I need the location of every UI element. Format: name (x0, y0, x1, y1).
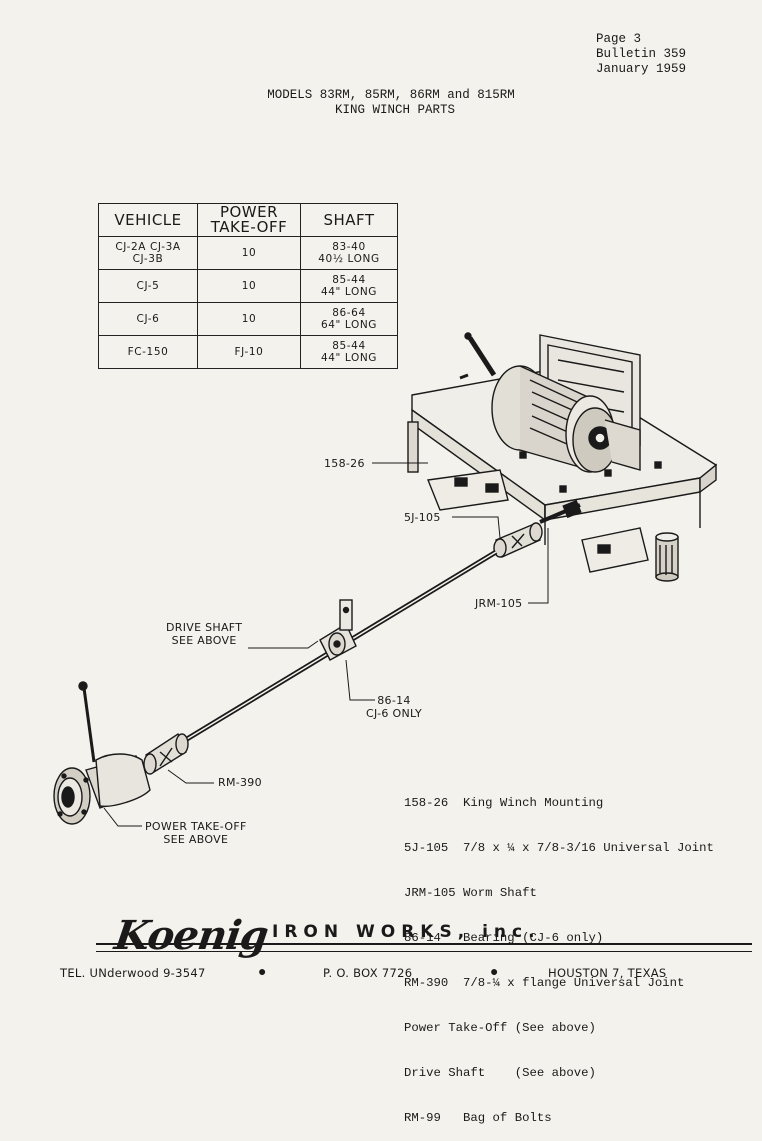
document-reference: Page 3 Bulletin 359 January 1959 (596, 32, 686, 77)
power-take-off-unit (53, 681, 151, 825)
shaft-number: 85-44 (332, 340, 366, 352)
callout-power-take-off: POWER TAKE-OFF SEE ABOVE (145, 820, 247, 846)
callout-5j-105: 5J-105 (404, 511, 441, 524)
document-title: MODELS 83RM, 85RM, 86RM and 815RM (267, 88, 515, 102)
universal-joint-rm390 (143, 732, 189, 775)
clutch-lever (459, 332, 497, 380)
leader-86-14 (345, 659, 375, 701)
leader-rm-390 (167, 769, 214, 784)
shaft-length: 40½ LONG (318, 253, 380, 265)
drive-shaft-label: DRIVE SHAFT (166, 621, 243, 634)
company-logo: Koenig (111, 912, 271, 959)
bulletin-number: Bulletin 359 (596, 47, 687, 61)
city-address: HOUSTON 7, TEXAS (548, 966, 667, 980)
bearing-86-14 (319, 599, 357, 661)
header-power-take-off: POWER TAKE-OFF (197, 203, 301, 237)
shaft-number: 85-44 (332, 274, 366, 286)
po-box: P. O. BOX 7726 (323, 966, 413, 980)
pto-cell: 10 (197, 302, 301, 336)
winch-drum (491, 365, 641, 473)
bearing-note: CJ-6 ONLY (366, 707, 422, 720)
vehicle-cell: CJ-5 (98, 269, 198, 303)
callout-jrm-105: JRM-105 (475, 597, 523, 610)
leader-pto (103, 807, 142, 827)
legend-item: RM-390 7/8-¼ x flange Universal Joint (404, 976, 685, 990)
legend-item: RM-99 Bag of Bolts (404, 1111, 552, 1125)
worm-shaft (539, 499, 582, 524)
bearing-label: 86-14 (377, 694, 411, 707)
parts-legend: 158-26 King Winch Mounting 5J-105 7/8 x … (404, 766, 714, 1141)
footer-rule (96, 943, 752, 945)
callout-158-26: 158-26 (324, 457, 365, 470)
leader-5j-105 (452, 516, 501, 539)
universal-joint-5j105 (493, 522, 543, 558)
vehicle-cell: FC-150 (98, 335, 198, 369)
header-vehicle: VEHICLE (98, 203, 198, 237)
shaft-length: 44" LONG (320, 286, 378, 298)
callout-86-14: 86-14 CJ-6 ONLY (366, 694, 422, 720)
page-number: Page 3 (596, 32, 642, 46)
legend-item: 5J-105 7/8 x ¼ x 7/8-3/16 Universal Join… (404, 841, 714, 855)
legend-item: Power Take-Off (See above) (404, 1021, 596, 1035)
pto-label: POWER TAKE-OFF (145, 820, 247, 833)
shaft-length: 64" LONG (320, 319, 378, 331)
shaft-number: 86-64 (332, 307, 366, 319)
winch-assembly-drawing (53, 332, 718, 827)
vehicle-cell: CJ-6 (98, 302, 198, 336)
parts-table: VEHICLE POWER TAKE-OFF SHAFT CJ-2A CJ-3A… (98, 203, 398, 369)
legend-item: Drive Shaft (See above) (404, 1066, 596, 1080)
callout-rm-390: RM-390 (218, 776, 262, 789)
separator-dot: ● (490, 963, 499, 979)
shaft-number: 83-40 (332, 241, 366, 253)
header-pto-text: POWER TAKE-OFF (210, 203, 288, 236)
telephone: TEL. UNderwood 9-3547 (60, 966, 206, 980)
legend-item: JRM-105 Worm Shaft (404, 886, 537, 900)
pto-cell: FJ-10 (197, 335, 301, 369)
leader-drive-shaft (248, 640, 319, 649)
pto-cell: 10 (197, 236, 301, 270)
document-subtitle: KING WINCH PARTS (334, 103, 456, 117)
vehicle-line: CJ-2A CJ-3A (115, 241, 181, 253)
vehicle-line: CJ-3B (132, 253, 164, 265)
separator-dot: ● (258, 963, 267, 979)
shaft-length: 44" LONG (320, 352, 378, 364)
bulletin-date: January 1959 (596, 62, 687, 76)
leader-jrm-105 (528, 528, 549, 604)
footer-rule-thin (96, 951, 752, 952)
legend-item: 158-26 King Winch Mounting (404, 796, 604, 810)
legend-item: 86-14 Bearing (CJ-6 only) (404, 931, 604, 945)
pto-note: SEE ABOVE (163, 833, 229, 846)
spare-bushing (655, 532, 679, 582)
drive-shaft-note: SEE ABOVE (171, 634, 237, 647)
company-name: IRON WORKS, inc. (272, 922, 541, 942)
callout-drive-shaft: DRIVE SHAFT SEE ABOVE (166, 621, 242, 647)
